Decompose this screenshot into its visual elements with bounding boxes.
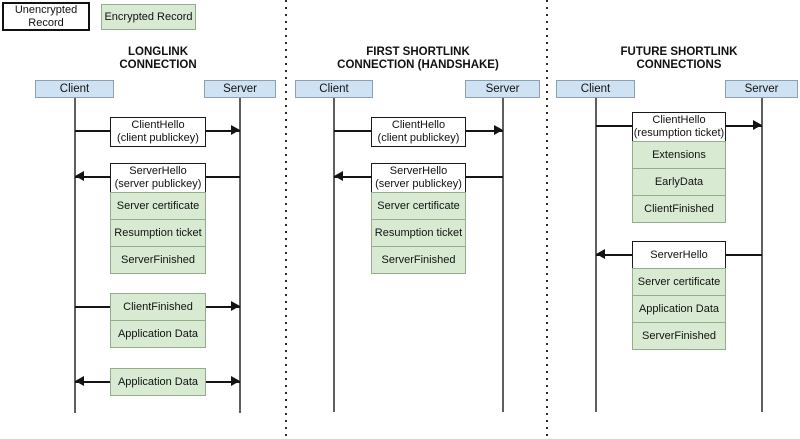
arrowhead-left-icon [334, 171, 343, 181]
server-lifeline [501, 97, 504, 412]
encrypted-record: ServerFinished [632, 322, 726, 350]
client-lifeline [73, 97, 76, 413]
client-actor-box: Client [556, 80, 635, 98]
column-title-future-shortlink-connections: FUTURE SHORTLINK CONNECTIONS [620, 46, 738, 71]
column-title-first-shortlink-connection: FIRST SHORTLINK CONNECTION (HANDSHAKE) [337, 46, 499, 71]
encrypted-record: ServerFinished [110, 246, 206, 274]
encrypted-record: ClientFinished [632, 195, 726, 223]
client-actor-box: Client [295, 80, 373, 98]
server-lifeline [760, 97, 763, 412]
encrypted-record: Server certificate [110, 192, 206, 220]
unencrypted-record: ServerHello (server publickey) [371, 163, 466, 193]
column-separator-2 [546, 0, 548, 439]
encrypted-record: Server certificate [632, 268, 726, 296]
arrowhead-right-icon [231, 301, 240, 311]
unencrypted-record: ServerHello (server publickey) [110, 163, 206, 193]
unencrypted-record: ClientHello (resumption ticket) [632, 112, 726, 142]
arrowhead-right-icon [231, 125, 240, 135]
server-actor-box: Server [725, 80, 798, 98]
arrowhead-left-icon [74, 171, 84, 181]
arrowhead-right-icon [493, 125, 503, 135]
encrypted-record: Application Data [632, 295, 726, 323]
client-actor-box: Client [35, 80, 114, 98]
encrypted-record: Application Data [110, 320, 206, 348]
server-actor-box: Server [465, 80, 540, 98]
unencrypted-record: ClientHello (client publickey) [110, 117, 206, 147]
legend-unencrypted-record: Unencrypted Record [2, 2, 90, 31]
column-title-longlink-connection: LONGLINK CONNECTION [119, 46, 197, 71]
encrypted-record: Resumption ticket [371, 219, 466, 247]
server-actor-box: Server [204, 80, 276, 98]
arrowhead-right-icon [231, 376, 240, 386]
arrowhead-left-icon [74, 376, 84, 386]
arrowhead-left-icon [595, 249, 605, 259]
legend-encrypted-record: Encrypted Record [101, 4, 196, 30]
encrypted-record: ServerFinished [371, 246, 466, 274]
encrypted-record: Server certificate [371, 192, 466, 220]
arrowhead-right-icon [752, 120, 762, 130]
encrypted-record: Resumption ticket [110, 219, 206, 247]
unencrypted-record: ServerHello [632, 241, 726, 269]
server-lifeline [239, 97, 241, 413]
encrypted-record: Application Data [110, 368, 206, 396]
client-lifeline [333, 97, 335, 412]
unencrypted-record: ClientHello (client publickey) [371, 117, 466, 147]
encrypted-record: ClientFinished [110, 293, 206, 321]
encrypted-record: EarlyData [632, 168, 726, 196]
encrypted-record: Extensions [632, 141, 726, 169]
column-separator-1 [285, 0, 287, 439]
